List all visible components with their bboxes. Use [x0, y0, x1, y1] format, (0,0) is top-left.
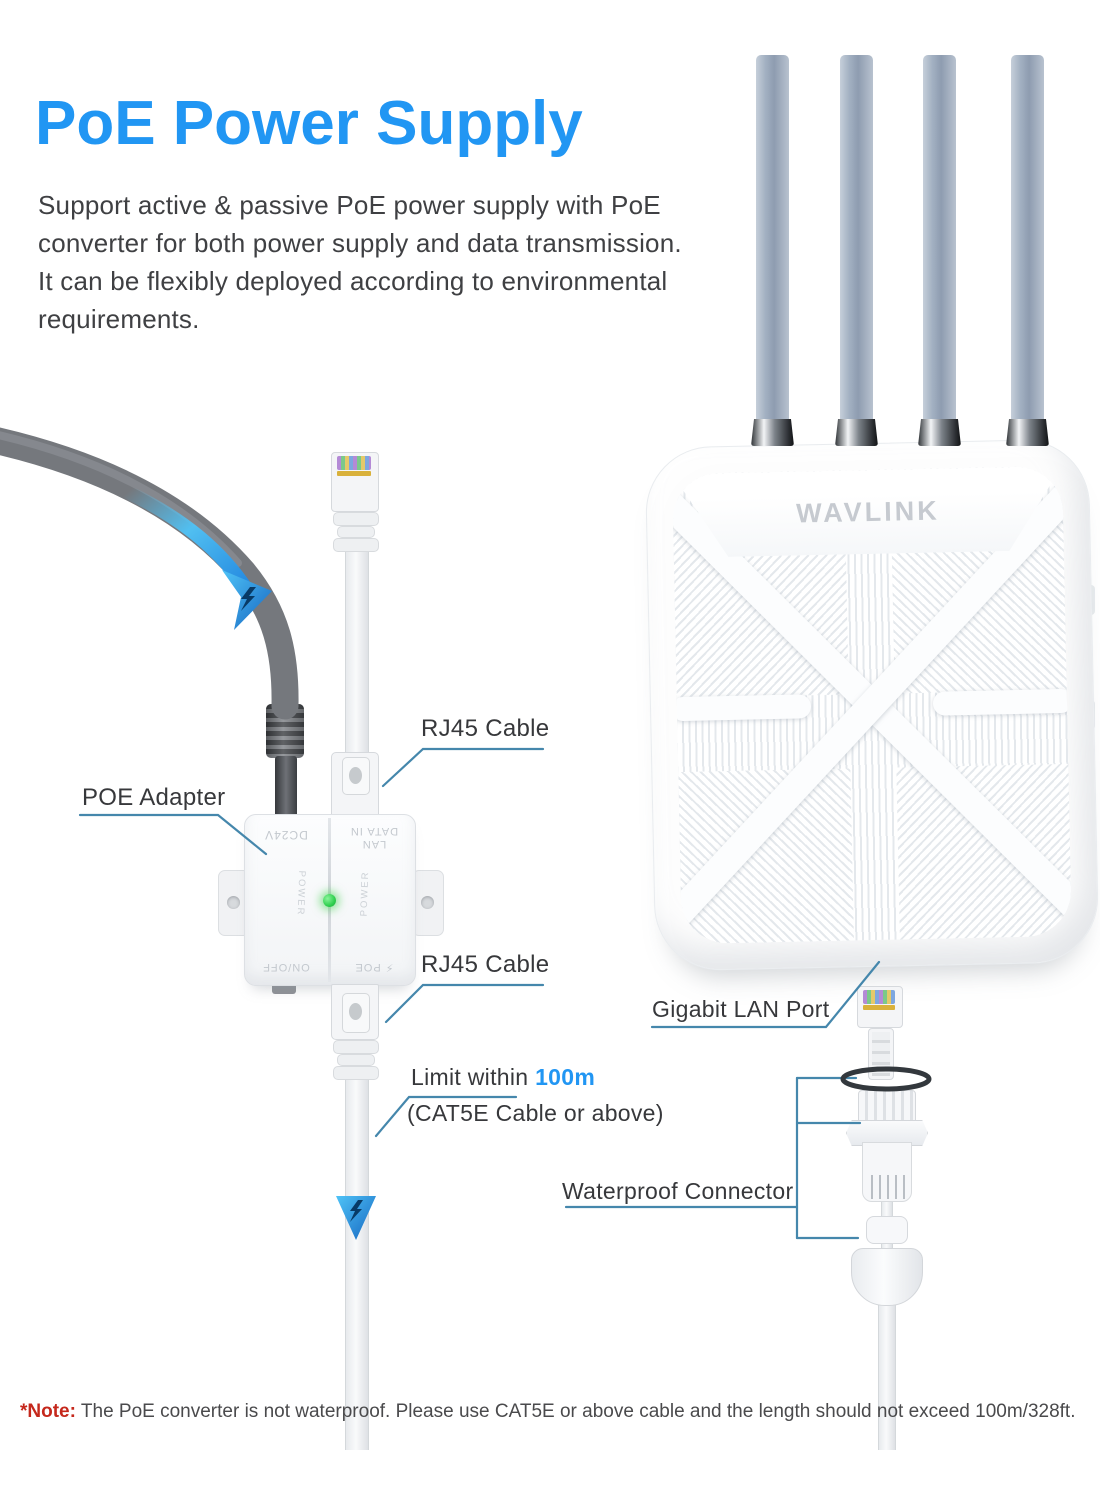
poe-adapter: DC24V LAN DATA IN ON/OFF ⚡ POE POWER POW…: [218, 814, 444, 994]
mount-hole: [421, 896, 434, 909]
rj45-boot: [868, 1028, 894, 1080]
footnote-text: The PoE converter is not waterproof. Ple…: [80, 1401, 1076, 1422]
rj45-plug-top: [331, 452, 379, 512]
power-led-label: POWER: [294, 870, 308, 917]
description-line: requirements.: [38, 304, 200, 334]
antenna: [923, 55, 956, 421]
lan-cable: [878, 1298, 896, 1450]
label-limit: Limit within 100m: [411, 1064, 595, 1091]
rj45-latch: [342, 993, 370, 1033]
callout-line-poe-adapter: [78, 813, 268, 856]
rj45-latch-hole: [349, 1003, 362, 1020]
description-line: converter for both power supply and data…: [38, 228, 682, 258]
rj45-latch: [342, 757, 370, 795]
adapter-port-label-poe: ⚡ POE: [338, 960, 410, 973]
antenna-ferrule: [918, 419, 961, 446]
boot-ribs: [872, 1032, 890, 1076]
rj45-pins: [337, 456, 371, 470]
waterproof-clamp-body: [862, 1142, 912, 1202]
page-title: PoE Power Supply: [35, 89, 583, 158]
rj45-latch-hole: [349, 767, 362, 784]
device-corner-ribs: [896, 763, 1072, 945]
rj45-connector-poe-out: [331, 984, 379, 1040]
flow-arrowhead: [222, 570, 272, 630]
power-led: [323, 894, 336, 907]
device-ribbed-texture: WAVLINK: [672, 465, 1072, 945]
cable-boot-rib: [333, 538, 379, 552]
device-groove: [672, 694, 812, 722]
antenna-ferrule: [835, 419, 878, 446]
antenna: [1011, 55, 1044, 421]
rj45-contacts: [863, 1005, 895, 1010]
device-corner-ribs: [672, 768, 855, 945]
clamp-slits: [865, 1175, 909, 1199]
adapter-mount-ear-right: [412, 870, 444, 936]
antenna: [840, 55, 873, 421]
dc-plug-barrel: [266, 704, 304, 758]
label-cat5e-note: (CAT5E Cable or above): [407, 1100, 664, 1126]
brand-logo: WAVLINK: [795, 495, 940, 529]
callout-line-rj45-bottom: [384, 983, 545, 1024]
waterproof-seal-ring: [866, 1216, 908, 1244]
antenna-ferrule: [1006, 419, 1049, 446]
label-waterproof-connector: Waterproof Connector: [562, 1178, 794, 1204]
description-line: Support active & passive PoE power suppl…: [38, 190, 661, 220]
waterproof-gland-nut: [851, 1248, 923, 1306]
adapter-label-poe-text: POE: [354, 961, 381, 973]
adapter-label-lan: LAN: [361, 838, 387, 850]
rj45-cable-bottom: [345, 1078, 369, 1450]
access-point-device: WAVLINK: [644, 438, 1100, 972]
label-gigabit-lan-port: Gigabit LAN Port: [652, 996, 830, 1022]
label-rj45-cable-bottom: RJ45 Cable: [421, 951, 550, 978]
flow-arrow-curve: [121, 485, 254, 597]
cable-boot-rib: [337, 526, 375, 538]
description-line: It can be flexibly deployed according to…: [38, 266, 668, 296]
limit-prefix: Limit within: [411, 1064, 529, 1090]
cable-boot-rib: [333, 1066, 379, 1080]
label-poe-adapter: POE Adapter: [82, 784, 226, 811]
device-logo-band: WAVLINK: [672, 466, 1064, 558]
footnote: *Note: The PoE converter is not waterpro…: [20, 1401, 1075, 1423]
cable-boot-rib: [333, 512, 379, 526]
mount-hole: [227, 896, 240, 909]
limit-value: 100m: [535, 1064, 596, 1090]
power-cable-highlight: [0, 431, 242, 567]
adapter-label-data-in: DATA IN: [349, 825, 399, 837]
power-led-label: POWER: [358, 870, 372, 917]
footnote-label: *Note:: [20, 1401, 76, 1422]
cable-boot-rib: [333, 1040, 379, 1054]
rj45-contacts: [337, 471, 371, 476]
adapter-port-label-lan-data-in: LAN DATA IN: [338, 824, 410, 850]
lightning-bolt-icon: [241, 587, 256, 611]
dc-plug-tip: [275, 756, 297, 818]
waterproof-hex-flange: [846, 1120, 928, 1146]
label-rj45-cable-top: RJ45 Cable: [421, 715, 550, 742]
gigabit-lan-rj45-plug: [857, 986, 903, 1028]
power-cable: [0, 427, 299, 720]
lightning-icon: ⚡: [384, 961, 394, 973]
device-groove: [932, 688, 1072, 716]
rj45-pins: [863, 990, 895, 1004]
antenna: [756, 55, 789, 421]
adapter-label-onoff: ON/OFF: [262, 961, 310, 973]
rj45-connector-lan-in: [331, 752, 379, 820]
callout-line-rj45-top: [381, 747, 545, 788]
adapter-port-label-dc24v: DC24V: [264, 828, 308, 842]
antenna-ferrule: [751, 419, 794, 446]
cable-boot-rib: [337, 1054, 375, 1066]
rj45-cable-top: [345, 550, 369, 760]
description: Support active & passive PoE power suppl…: [38, 186, 778, 338]
